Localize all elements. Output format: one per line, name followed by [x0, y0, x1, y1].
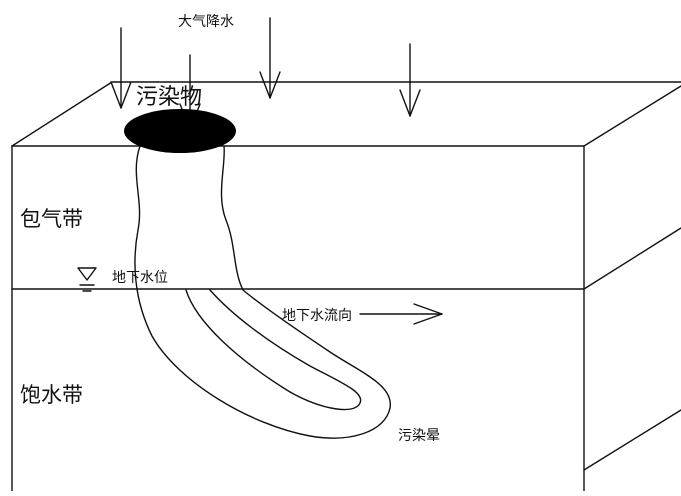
plume-label: 污染晕	[398, 428, 440, 444]
water-table-label: 地下水位	[112, 270, 168, 286]
saturated-zone-label: 饱水带	[20, 383, 83, 407]
soil-block	[11, 81, 681, 492]
block-top-right-edge	[583, 85, 681, 147]
block-right-face-line	[583, 227, 681, 290]
flow-direction-label: 地下水流向	[282, 308, 352, 324]
water-table-symbol-icon	[77, 267, 97, 292]
plume-inner-boundary	[185, 289, 362, 411]
block-right-face-lower	[583, 409, 681, 471]
block-top-face	[11, 81, 681, 147]
precipitation-label: 大气降水	[178, 14, 234, 30]
plume-outer-boundary	[134, 145, 391, 439]
pollutant-label: 污染物	[136, 85, 202, 110]
flow-arrow-icon	[359, 303, 443, 325]
pollutant-source	[124, 109, 236, 153]
rain-arrow-icon	[110, 27, 132, 109]
rain-arrow-icon	[399, 43, 421, 117]
rain-arrow-icon	[259, 17, 281, 99]
vadose-zone-label: 包气带	[20, 207, 83, 231]
